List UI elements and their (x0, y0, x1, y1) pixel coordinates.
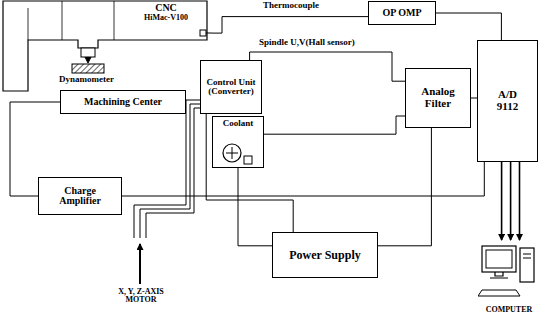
signal-wire (264, 116, 405, 134)
converter-box: A/D 9112 (477, 40, 538, 162)
node-text: COMPUTER (486, 306, 533, 314)
node-text: OP OMP (382, 8, 421, 19)
node-text: Charge Amplifier (50, 186, 110, 207)
amplifier-box: OP OMP (368, 1, 436, 25)
signal-wire (250, 52, 405, 81)
signal-wire (378, 128, 431, 246)
node-text: Analog Filter (416, 86, 460, 109)
computer-icon (478, 240, 540, 316)
signal-wire (436, 13, 501, 40)
wire-label: Spindle U,V(Hall sensor) (258, 38, 356, 47)
node-text: A/D 9112 (493, 89, 523, 112)
node-text: CNC (155, 3, 177, 14)
signal-arrow (502, 162, 520, 240)
node-text: HiMac-V100 (144, 14, 188, 22)
power-supply-box: Power Supply (272, 232, 378, 278)
node-text: Control Unit (Converter) (205, 78, 257, 97)
motor-label: X, Y, Z-AXIS MOTOR (109, 288, 173, 305)
node-text: Coolant (223, 119, 254, 128)
node-text: Power Supply (289, 249, 360, 262)
signal-wire (238, 168, 272, 246)
dynamometer-block (72, 64, 104, 73)
motor-arrow (139, 244, 141, 284)
coolant-box: Coolant (212, 116, 264, 168)
signal-wire (122, 162, 484, 196)
amplifier-box: Charge Amplifier (38, 177, 122, 215)
machine-table: Machining Center (60, 90, 186, 114)
control-unit-box: Control Unit (Converter) (200, 60, 262, 114)
filter-box: Analog Filter (405, 68, 471, 128)
signal-wire (206, 114, 293, 232)
computer-node: COMPUTER (478, 240, 540, 316)
signal-wire (212, 17, 368, 33)
part-label: Dynamometer (58, 75, 115, 84)
wire-label: Thermocouple (262, 1, 320, 10)
motor-wires (134, 100, 200, 238)
node-text: Machining Center (84, 97, 162, 108)
